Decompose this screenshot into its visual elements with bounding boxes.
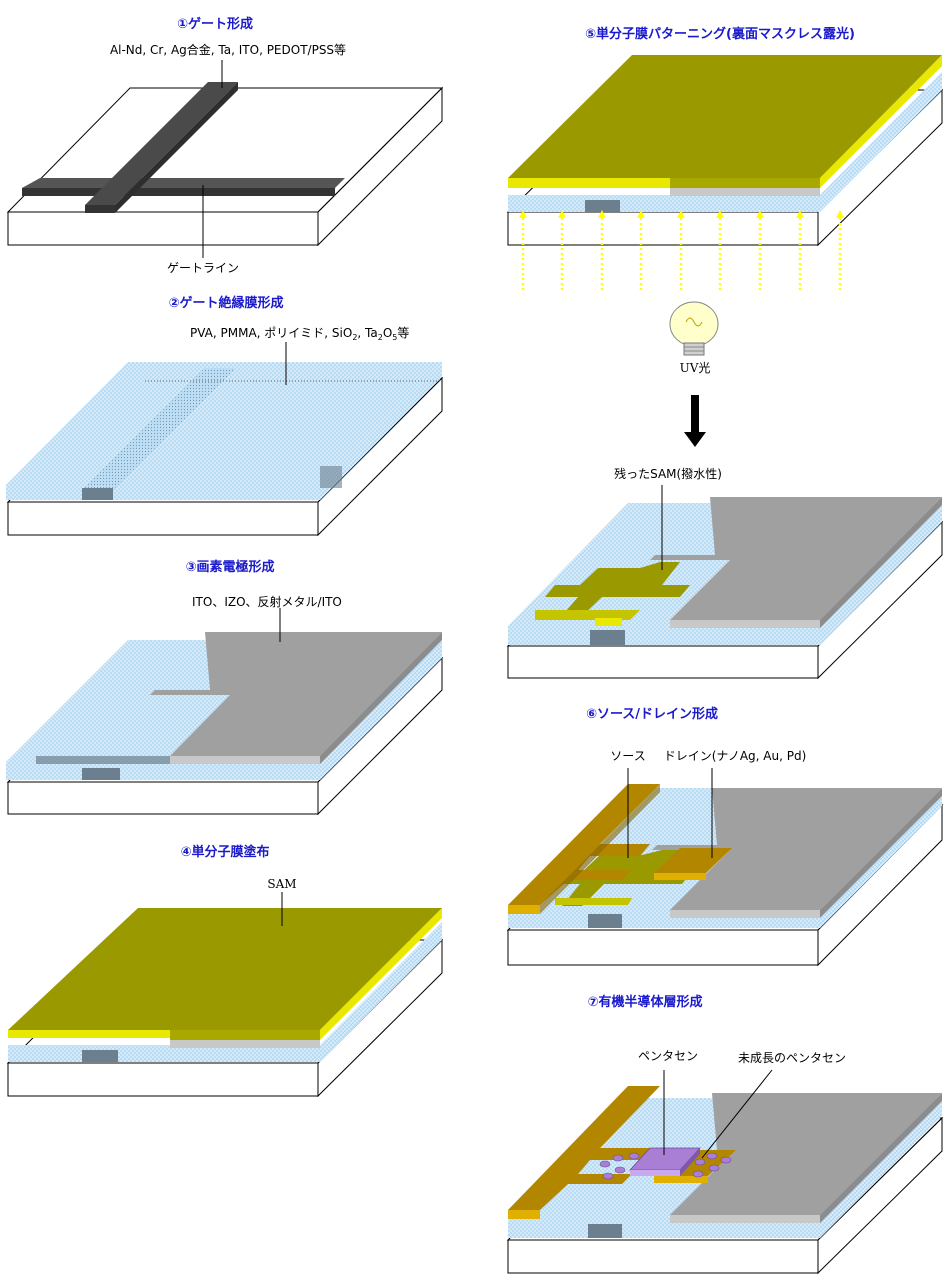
remaining-sam-pattern [535, 562, 690, 626]
pixel-electrode-5b [650, 497, 942, 628]
electrode-materials-label: ITO、IZO、反射メタル/ITO [192, 594, 342, 609]
step-5-title: ⑤単分子膜パターニング(裏面マスクレス露光) [585, 26, 855, 42]
light-bulb-icon [669, 301, 719, 356]
step-6-title: ⑥ソース/ドレイン形成 [586, 706, 718, 722]
insulator-layer-5 [508, 72, 942, 212]
sam-layer-4 [8, 908, 442, 1040]
ungrown-pentacene-dots [599, 1152, 732, 1180]
step-4-title: ④単分子膜塗布 [180, 844, 269, 860]
step-3-title: ③画素電極形成 [185, 559, 274, 575]
gate-materials-label: Al-Nd, Cr, Ag合金, Ta, ITO, PEDOT/PSS等 [110, 42, 346, 57]
step-7-title: ⑦有機半導体層形成 [587, 994, 702, 1010]
substrate-1 [6, 86, 444, 247]
remaining-sam-label: 残ったSAM(撥水性) [614, 466, 722, 481]
uv-light-rays [519, 210, 844, 290]
gate-line-vertical [85, 82, 238, 213]
pentacene-label: ペンタセン [638, 1049, 698, 1063]
gate-line-horizontal [22, 178, 345, 196]
insulator-materials-label: PVA, PMMA, ポリイミド, SiO2, Ta2O5等 [190, 326, 409, 342]
source-electrode-7 [508, 1086, 660, 1219]
pixel-electrode [150, 632, 442, 764]
uv-label: UV光 [680, 361, 711, 375]
pentacene-layer [629, 1147, 701, 1176]
step-5-sam-patterning: ⑤単分子膜パターニング(裏面マスクレス露光) [506, 26, 944, 680]
step-2-insulator: ②ゲート絶縁膜形成 PVA, PMMA, ポリイミド, SiO2, Ta2O5等 [6, 295, 444, 537]
ungrown-pentacene-label: 未成長のペンタセン [738, 1051, 846, 1065]
leader-ungrown [701, 1069, 773, 1159]
step-1-title: ①ゲート形成 [177, 16, 253, 32]
step-6-source-drain: ⑥ソース/ドレイン形成 [506, 706, 944, 967]
source-label: ソース [610, 749, 645, 763]
insulator-layer-4 [8, 922, 442, 1062]
gate-insulator-layer [6, 362, 442, 500]
down-arrow-icon [684, 395, 706, 447]
step-2-title: ②ゲート絶縁膜形成 [168, 295, 283, 311]
gate-line-label: ゲートライン [167, 261, 239, 275]
step-4-sam-coating: ④単分子膜塗布 SAM [6, 844, 444, 1098]
source-electrode [508, 784, 660, 914]
step-1-gate-formation: ①ゲート形成 Al-Nd, Cr, Ag合金, Ta, ITO, PEDOT/P… [6, 16, 444, 275]
pixel-electrode-6 [652, 788, 942, 918]
step-7-organic-semiconductor: ⑦有機半導体層形成 [506, 994, 944, 1275]
pixel-electrode-7 [652, 1093, 942, 1223]
sam-layer-5 [508, 55, 942, 188]
drain-label: ドレイン(ナノAg, Au, Pd) [664, 749, 807, 763]
sam-label: SAM [267, 877, 296, 891]
step-3-pixel-electrode: ③画素電極形成 ITO、IZO、反射メタル/ITO [6, 559, 444, 816]
